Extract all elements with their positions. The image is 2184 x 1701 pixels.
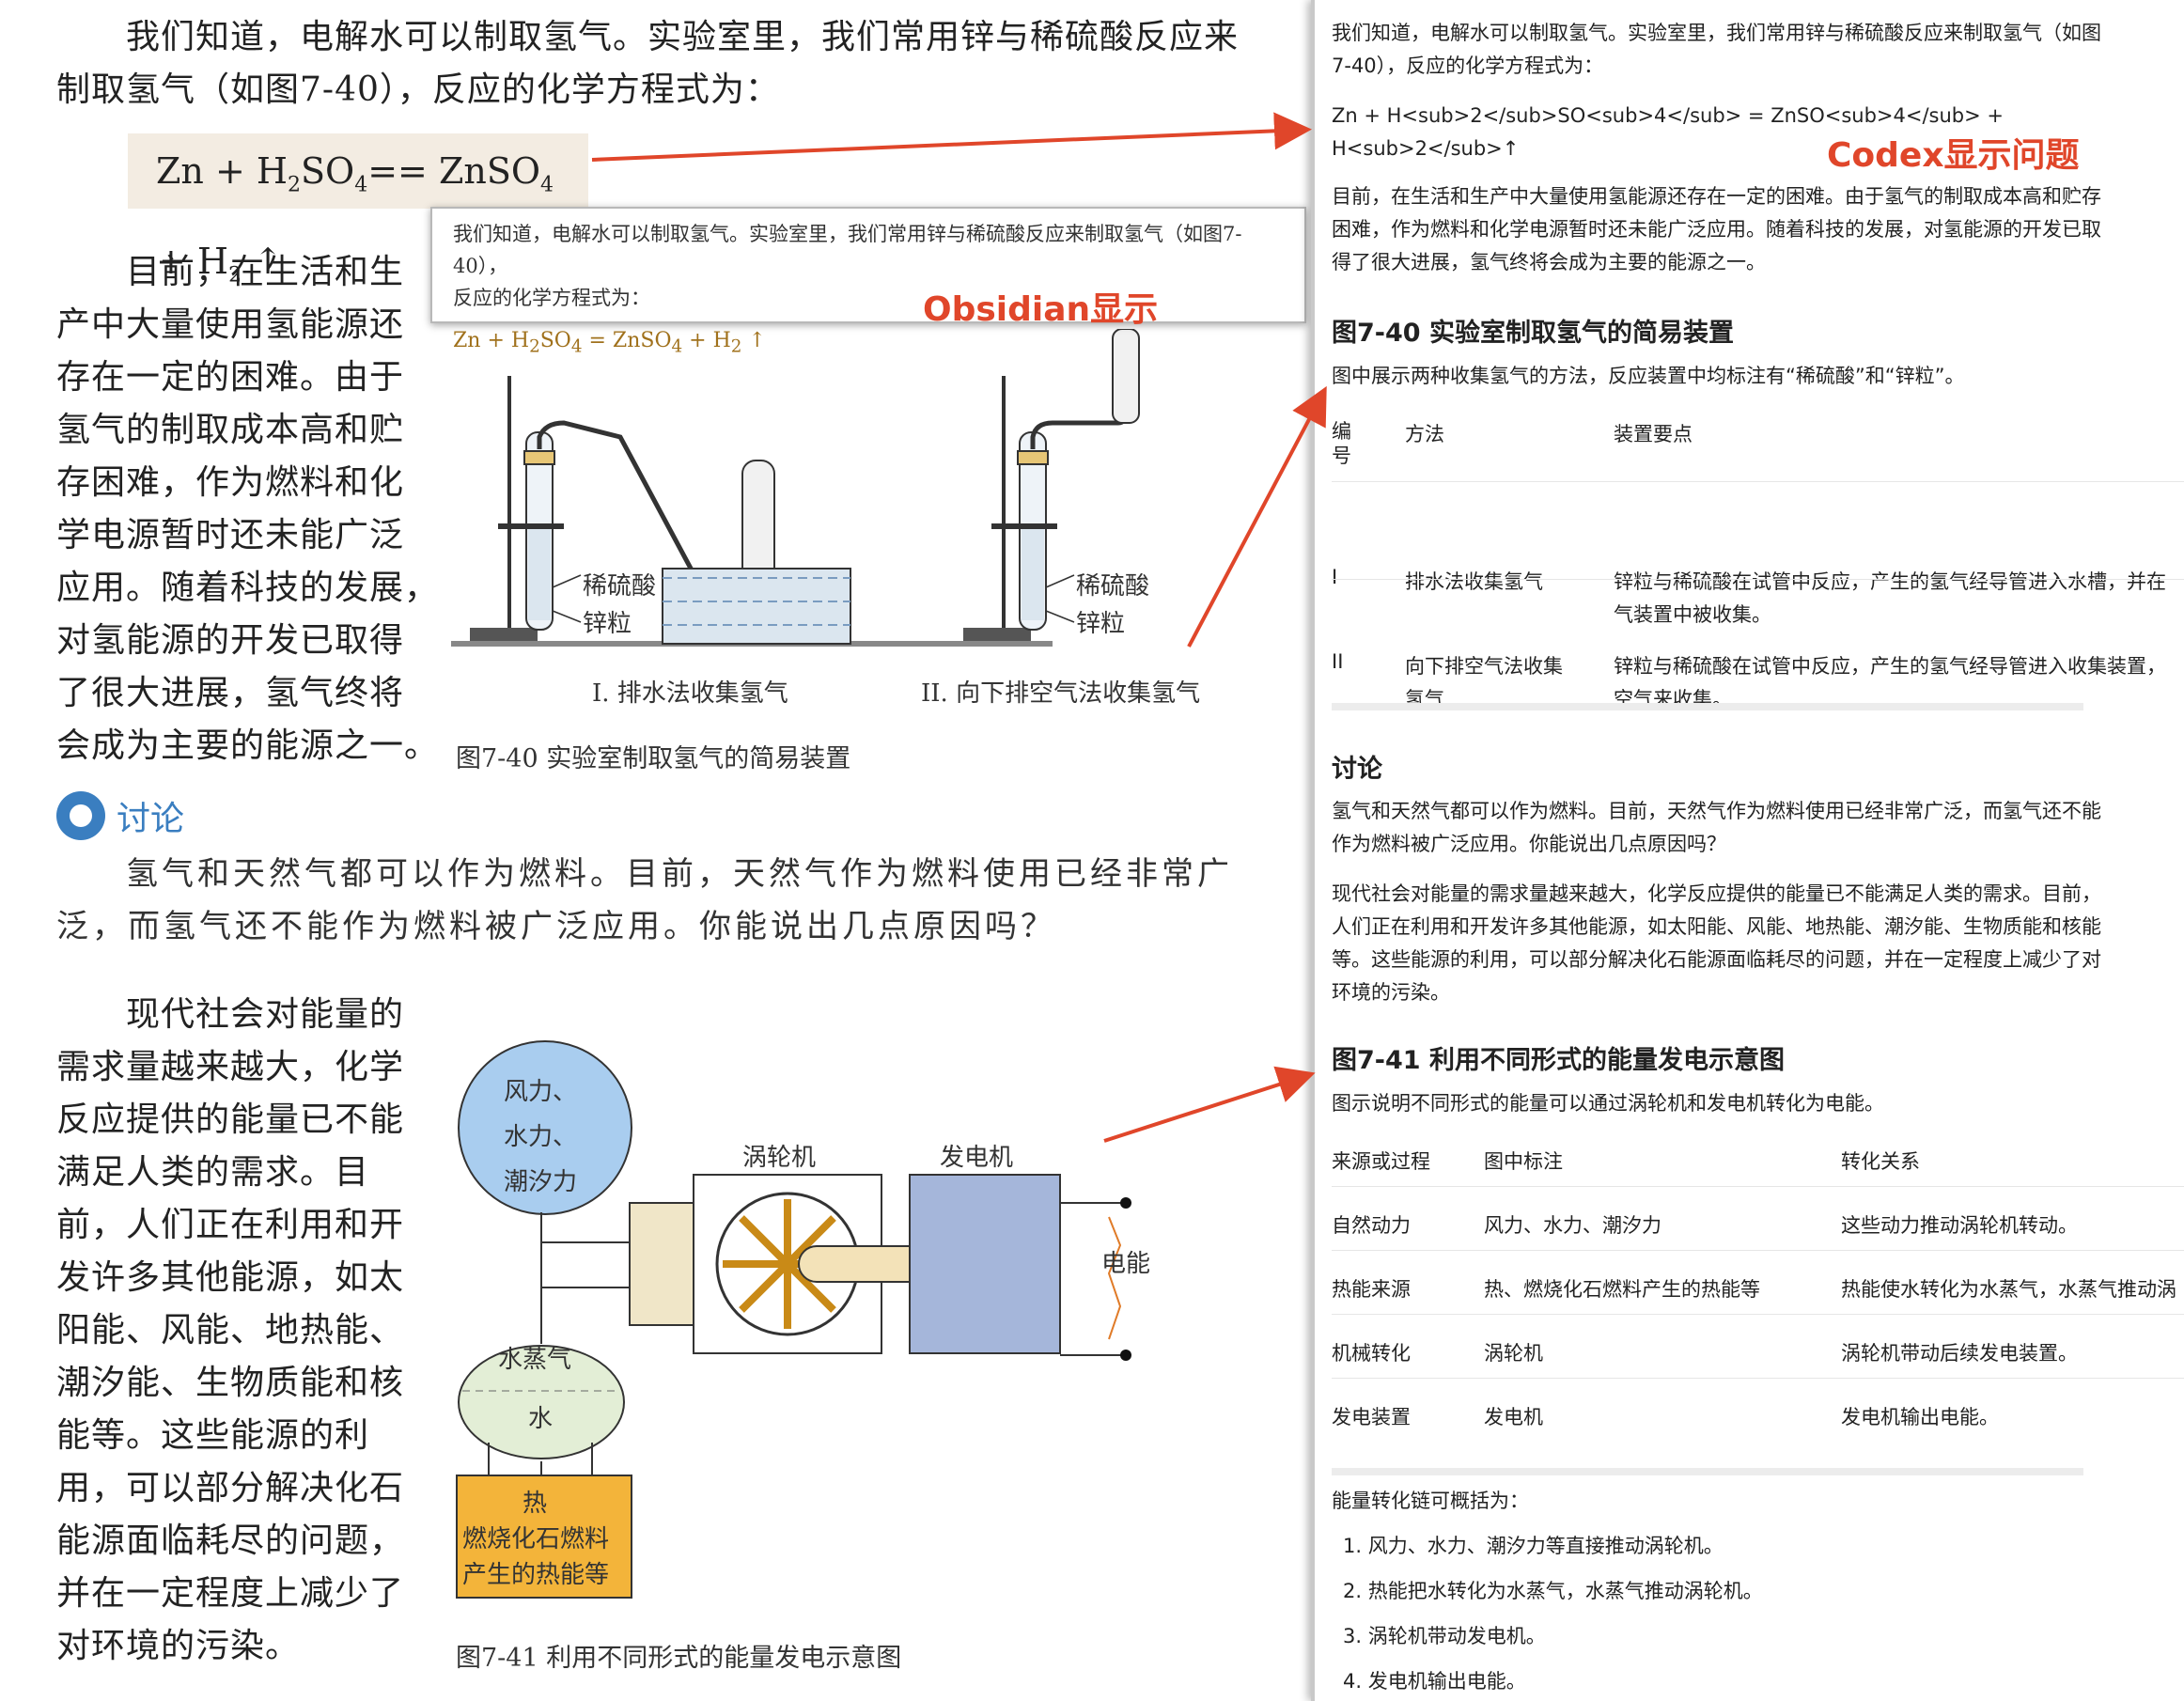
codex-discussion: 氢气和天然气都可以作为燃料。目前，天然气作为燃料使用已经非常广泛，而氢气还不能作… bbox=[1332, 800, 2101, 855]
steam-water-ellipse bbox=[458, 1345, 625, 1459]
discussion-line-1: 氢气和天然气都可以作为燃料。目前，天然气作为燃料使用已经非常广 bbox=[126, 855, 1233, 893]
label-zinc-2: 锌粒 bbox=[1076, 610, 1125, 638]
figure-7-41-caption: 图7-41 利用不同形式的能量发电示意图 bbox=[456, 1644, 902, 1673]
chain-item-4: 4. 发电机输出电能。 bbox=[1343, 1670, 1526, 1693]
obsidian-tag: Obsidian显示 bbox=[923, 290, 1159, 329]
col-num: 编号 bbox=[1332, 420, 1351, 467]
codex-heading-discussion: 讨论 bbox=[1332, 755, 1382, 784]
figure-7-40-caption: 图7-40 实验室制取氢气的简易装置 bbox=[456, 744, 851, 773]
intro-line-1: 我们知道，电解水可以制取氢气。实验室里，我们常用锌与稀硫酸反应来 bbox=[126, 18, 1240, 56]
svg-text:产生的热能等: 产生的热能等 bbox=[462, 1561, 609, 1589]
electric-label: 电能 bbox=[1101, 1250, 1150, 1278]
codex-raw-equation: Zn + H<sub>2</sub>SO<sub>4</sub> = ZnSO<… bbox=[1332, 104, 2005, 160]
table-row: 热能来源热、燃烧化石燃料产生的热能等热能使水转化为水蒸气，水蒸气推动涡 bbox=[1332, 1278, 2176, 1301]
label-acid-1: 稀硫酸 bbox=[583, 572, 656, 601]
table-row: 自然动力风力、水力、潮汐力这些动力推动涡轮机转动。 bbox=[1332, 1214, 2078, 1237]
divider-1 bbox=[1332, 703, 2083, 710]
discussion-line-2: 泛，而氢气还不能作为燃料被广泛应用。你能说出几点原因吗？ bbox=[56, 908, 1056, 945]
divider-2 bbox=[1332, 1468, 2083, 1475]
label-acid-2: 稀硫酸 bbox=[1076, 572, 1149, 601]
apparatus-1 bbox=[451, 376, 1053, 647]
col-points: 装置要点 bbox=[1614, 423, 1693, 445]
col-method: 方法 bbox=[1405, 423, 1444, 445]
svg-text:潮汐力: 潮汐力 bbox=[504, 1168, 577, 1196]
textbook-page: 我们知道，电解水可以制取氢气。实验室里，我们常用锌与稀硫酸反应来 制取氢气（如图… bbox=[56, 18, 1306, 1673]
svg-text:水蒸气: 水蒸气 bbox=[498, 1346, 571, 1374]
chain-item-3: 3. 涡轮机带动发电机。 bbox=[1343, 1625, 1546, 1647]
textbook-equation: Zn + H2SO4== ZnSO4 + H2 ↑ bbox=[128, 133, 588, 287]
generator-box bbox=[909, 1174, 1061, 1354]
codex-modern-energy: 现代社会对能量的需求量越来越大，化学反应提供的能量已不能满足人类的需求。目前，人… bbox=[1332, 882, 2101, 1004]
table-row: 发电装置发电机发电机输出电能。 bbox=[1332, 1406, 1999, 1428]
svg-text:燃烧化石燃料: 燃烧化石燃料 bbox=[462, 1525, 609, 1553]
discussion-icon bbox=[56, 791, 105, 840]
turbine-label: 涡轮机 bbox=[742, 1144, 816, 1172]
codex-para-energy: 目前，在生活和生产中大量使用氢能源还存在一定的困难。由于氢气的制取成本高和贮存困… bbox=[1332, 185, 2101, 273]
chain-item-2: 2. 热能把水转化为水蒸气，水蒸气推动涡轮机。 bbox=[1343, 1580, 1763, 1602]
obsidian-preview: 我们知道，电解水可以制取氢气。实验室里，我们常用锌与稀硫酸反应来制取氢气（如图7… bbox=[430, 207, 1306, 356]
table-row: I 排水法收集氢气 锌粒与稀硫酸在试管中反应，产生的氢气经导管进入水槽，并在气装… bbox=[1332, 566, 2166, 626]
codex-desc-7-41: 图示说明不同形式的能量可以通过涡轮机和发电机转化为电能。 bbox=[1332, 1092, 1884, 1115]
generator-label: 发电机 bbox=[940, 1144, 1013, 1172]
discussion-title: 讨论 bbox=[117, 800, 185, 838]
table-row: II 向下排空气法收集氢气 锌粒与稀硫酸在试管中反应，产生的氢气经导管进入收集装… bbox=[1332, 650, 2166, 710]
codex-desc-7-40: 图中展示两种收集氢气的方法，反应装置中均标注有“稀硫酸”和“锌粒”。 bbox=[1332, 365, 1965, 387]
subcaption-2: II. 向下排空气法收集氢气 bbox=[921, 679, 1200, 708]
discussion-heading: 讨论 bbox=[56, 791, 184, 840]
svg-text:水: 水 bbox=[528, 1405, 553, 1433]
subcaption-1: I. 排水法收集氢气 bbox=[592, 679, 788, 708]
wind-water-circle bbox=[458, 1040, 632, 1215]
figure-7-41: 风力、 水力、 潮汐力 水蒸气 水 热 燃烧化石燃料 产生的热能等 涡轮机 发电… bbox=[456, 1040, 1150, 1599]
table-row: 机械转化涡轮机涡轮机带动后续发电装置。 bbox=[1332, 1342, 2078, 1365]
codex-table-7-41: 来源或过程 图中标注 转化关系 自然动力风力、水力、潮汐力这些动力推动涡轮机转动… bbox=[1332, 1147, 2184, 1466]
flow-arrows bbox=[488, 1212, 630, 1475]
obsidian-equation: Zn + H2SO4 = ZnSO4 + H2 ↑ bbox=[453, 329, 766, 357]
intro-line-2: 制取氢气（如图7-40），反应的化学方程式为： bbox=[56, 70, 780, 109]
codex-tag: Codex显示问题 bbox=[1827, 136, 2080, 175]
figure-7-40: 稀硫酸 锌粒 I. 排水法收集氢气 稀硫酸 锌粒 II. 向下排空气法收集氢气 bbox=[451, 329, 1200, 708]
svg-text:热: 热 bbox=[523, 1490, 547, 1518]
chain-item-1: 1. 风力、水力、潮汐力等直接推动涡轮机。 bbox=[1343, 1535, 1724, 1557]
label-zinc-1: 锌粒 bbox=[583, 610, 632, 638]
svg-text:水力、: 水力、 bbox=[504, 1123, 577, 1151]
codex-heading-7-41: 图7-41 利用不同形式的能量发电示意图 bbox=[1332, 1046, 1785, 1075]
svg-text:风力、: 风力、 bbox=[504, 1078, 577, 1106]
codex-heading-7-40: 图7-40 实验室制取氢气的简易装置 bbox=[1332, 319, 1734, 348]
codex-chain-intro: 能量转化链可概括为： bbox=[1332, 1490, 1529, 1512]
heat-box bbox=[456, 1475, 632, 1599]
apparatus-2 bbox=[963, 329, 1140, 641]
codex-table-7-40: 编号 方法 装置要点 I 排水法收集氢气 锌粒与稀硫酸在试管中反应，产生的氢气经… bbox=[1332, 419, 2184, 729]
